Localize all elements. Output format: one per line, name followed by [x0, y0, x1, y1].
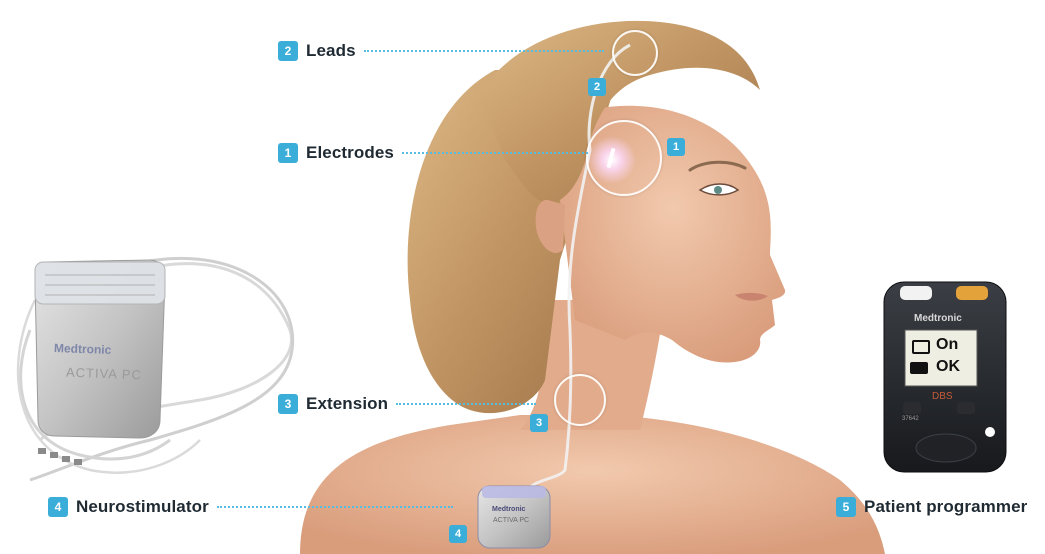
callout-neurostimulator: 4 Neurostimulator — [48, 496, 453, 518]
neurostimulator-model: ACTIVA PC — [66, 365, 142, 383]
extension-highlight-ring — [554, 374, 606, 426]
leader-line — [396, 403, 536, 405]
callout-label: Patient programmer — [864, 497, 1027, 517]
programmer-brand: Medtronic — [914, 313, 962, 324]
leader-line — [402, 152, 588, 154]
neurostimulator-header — [35, 262, 165, 304]
battery-icon — [912, 340, 930, 354]
programmer-button-left — [900, 286, 932, 300]
programmer-button-right — [956, 286, 988, 300]
callout-label: Neurostimulator — [76, 497, 209, 517]
neurostimulator-brand: Medtronic — [54, 341, 112, 357]
callout-number: 3 — [278, 394, 298, 414]
programmer-status-ok: OK — [936, 358, 960, 376]
callout-number: 4 — [48, 497, 68, 517]
callout-number: 5 — [836, 497, 856, 517]
programmer-key-right — [957, 402, 975, 414]
callout-number: 2 — [278, 41, 298, 61]
electrodes-highlight-ring — [586, 120, 662, 196]
leads-highlight-ring — [612, 30, 658, 76]
callout-label: Electrodes — [306, 143, 394, 163]
programmer-led — [985, 427, 995, 437]
programmer-model-code: 37642 — [902, 416, 919, 422]
leader-line — [364, 50, 604, 52]
programmer-key-left — [903, 402, 921, 414]
marker-leads: 2 — [588, 78, 606, 96]
stimulator-icon — [910, 362, 928, 374]
implant-brand: Medtronic — [492, 506, 525, 513]
shoulders-skin — [300, 415, 885, 554]
callout-leads: 2 Leads — [278, 40, 604, 62]
programmer-mode-label: DBS — [932, 391, 953, 402]
callout-electrodes: 1 Electrodes — [278, 142, 588, 164]
callout-number: 1 — [278, 143, 298, 163]
programmer-dpad — [916, 434, 976, 462]
programmer-status-on: On — [936, 336, 958, 354]
callout-extension: 3 Extension — [278, 393, 536, 415]
callout-label: Leads — [306, 41, 356, 61]
marker-extension: 3 — [530, 414, 548, 432]
marker-neurostimulator: 4 — [449, 525, 467, 543]
marker-electrodes: 1 — [667, 138, 685, 156]
callout-patient-programmer: 5 Patient programmer — [836, 496, 1027, 518]
leader-line — [217, 506, 453, 508]
callout-label: Extension — [306, 394, 388, 414]
implant-model: ACTIVA PC — [493, 517, 529, 524]
